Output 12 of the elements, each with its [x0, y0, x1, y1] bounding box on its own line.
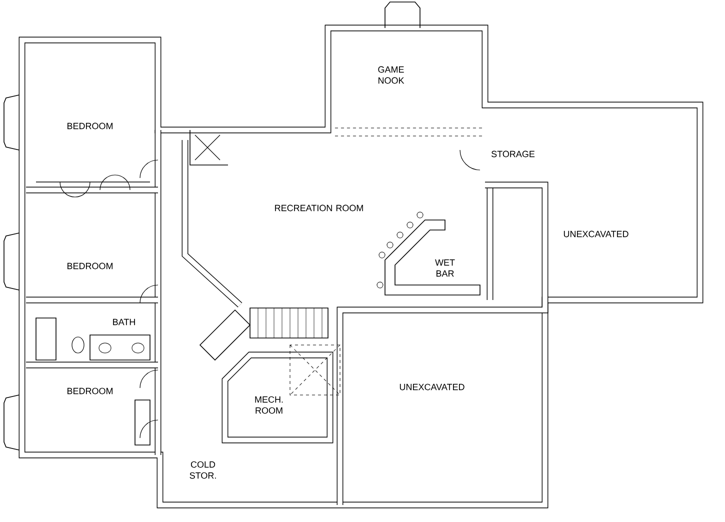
room-label: MECH. ROOM: [255, 396, 283, 414]
room-label: BEDROOM: [67, 262, 113, 270]
room-label: STORAGE: [492, 150, 535, 158]
room-label: WET BAR: [435, 259, 455, 277]
room-label: RECREATION ROOM: [275, 204, 363, 212]
room-label: UNEXCAVATED: [564, 230, 628, 238]
room-label: BEDROOM: [67, 388, 113, 394]
room-label: BEDROOM: [67, 122, 113, 130]
room-label: UNEXCAVATED: [400, 384, 464, 390]
room-label: BATH: [113, 318, 135, 326]
room-label: GAME NOOK: [378, 66, 404, 84]
room-label: COLD STOR.: [190, 461, 216, 479]
